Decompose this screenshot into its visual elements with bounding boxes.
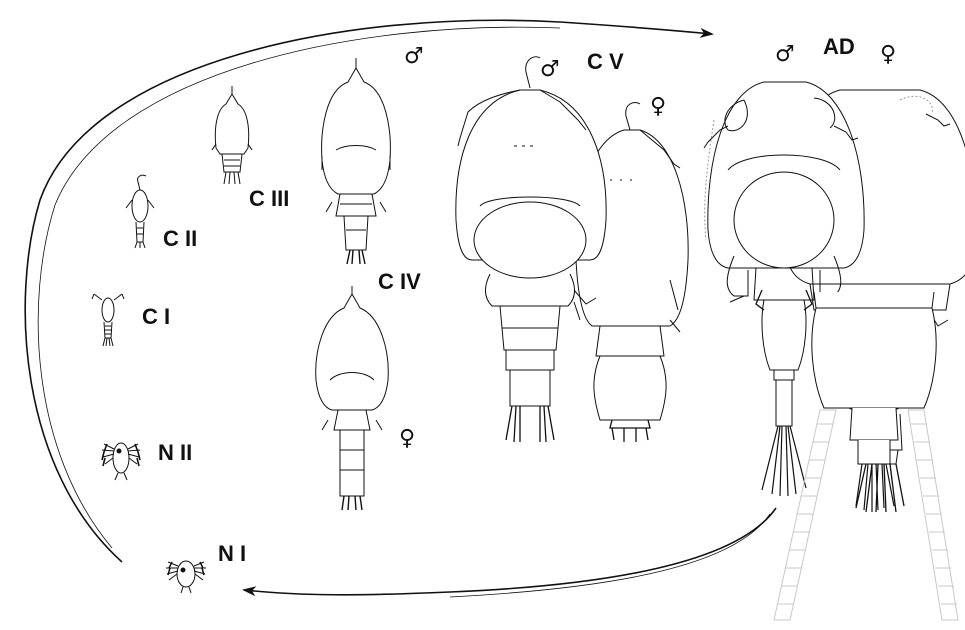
copepodid-3-drawing [212,86,252,184]
stage-label-c3: C III [249,188,289,210]
stage-label-c2: C II [163,228,197,250]
stage-label-c4: C IV [378,271,421,293]
female-symbol-c4: ♀ [399,428,415,450]
female-symbol-ad: ♀ [880,44,896,66]
male-symbol-c5: ♂ [540,59,560,81]
copepodid-4-female-drawing [316,286,389,510]
cycle-arrow-lower [244,508,776,595]
nauplius-2-drawing [102,443,140,480]
stage-label-c1: C I [142,306,170,328]
copepodid-1-drawing [92,294,124,346]
nauplius-1-drawing [166,561,206,593]
copepodid-4-male-drawing [322,58,391,264]
stage-label-c5: C V [587,51,624,73]
stage-label-n1: N I [218,543,246,565]
copepodid-2-drawing [126,175,154,248]
female-symbol-c5: ♀ [650,96,666,118]
male-symbol-ad: ♂ [775,44,795,66]
stage-label-n2: N II [158,442,192,464]
adult-female-urosome [812,292,936,512]
male-symbol-c4: ♂ [404,46,424,68]
adult-male-drawing [704,82,864,496]
copepodid-5-male-drawing [456,57,606,442]
stage-label-ad: AD [823,36,855,58]
cycle-arrow-upper [25,20,712,562]
